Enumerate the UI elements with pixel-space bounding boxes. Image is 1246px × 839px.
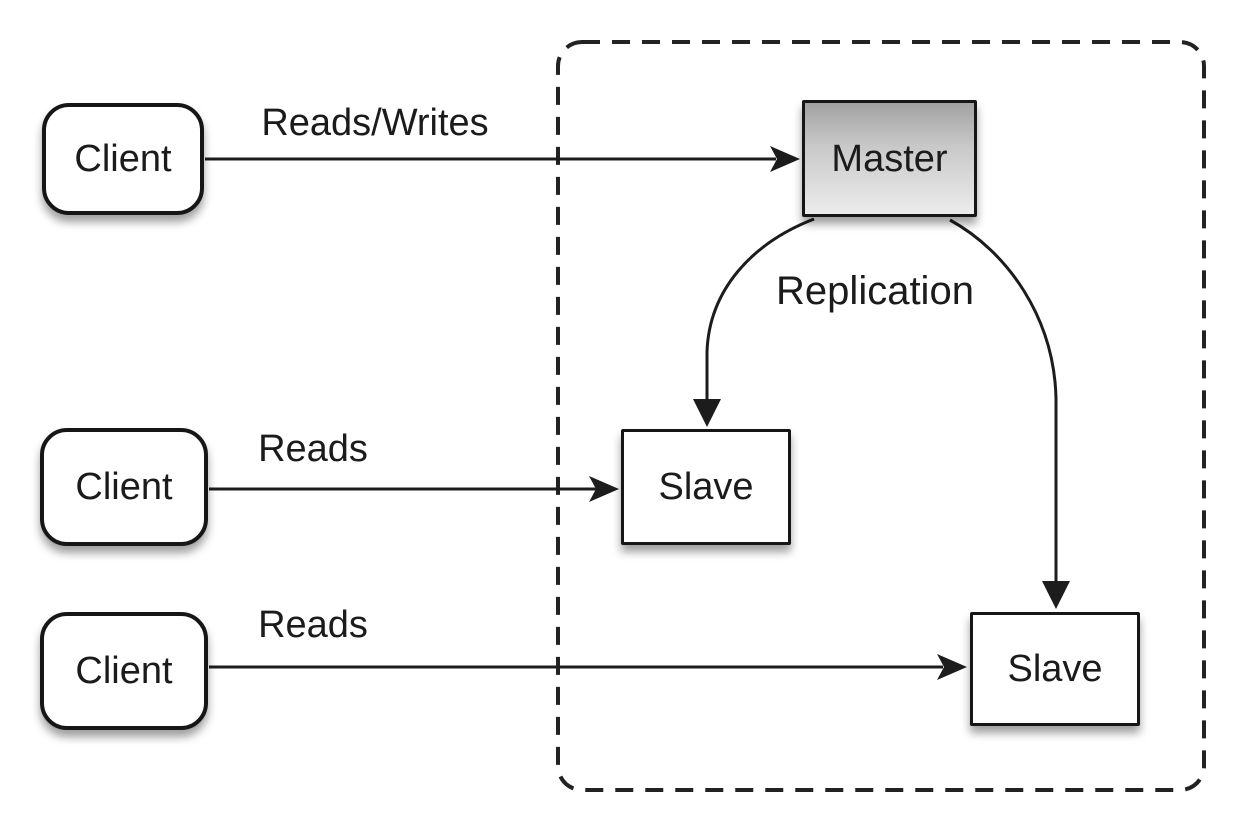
reads-writes-arrowhead — [770, 146, 800, 172]
master-node-label: Master — [831, 137, 948, 180]
reads-arrowhead-1 — [589, 476, 619, 502]
reads-arrowhead-2 — [937, 654, 967, 680]
client-node-2-label: Client — [75, 466, 173, 508]
client-node-1-label: Client — [74, 138, 172, 180]
edge-label-reads-writes: Reads/Writes — [261, 102, 489, 144]
client-node-3: Client — [40, 612, 208, 730]
slave-node-1-label: Slave — [658, 466, 754, 508]
replication-arrowhead-left — [693, 399, 721, 427]
master-node: Master — [802, 100, 977, 217]
edge-label-reads-2: Reads — [258, 604, 368, 646]
replication-curve-right — [949, 218, 1058, 584]
slave-node-1: Slave — [621, 429, 791, 545]
replication-arrowhead-right — [1042, 581, 1070, 609]
edge-label-replication: Replication — [776, 269, 974, 313]
replication-curve-left — [705, 217, 815, 402]
slave-node-2-label: Slave — [1007, 648, 1103, 690]
client-node-3-label: Client — [75, 650, 173, 692]
edge-label-reads-1: Reads — [258, 428, 368, 470]
client-node-1: Client — [42, 103, 204, 215]
slave-node-2: Slave — [970, 612, 1140, 726]
client-node-2: Client — [40, 428, 208, 546]
